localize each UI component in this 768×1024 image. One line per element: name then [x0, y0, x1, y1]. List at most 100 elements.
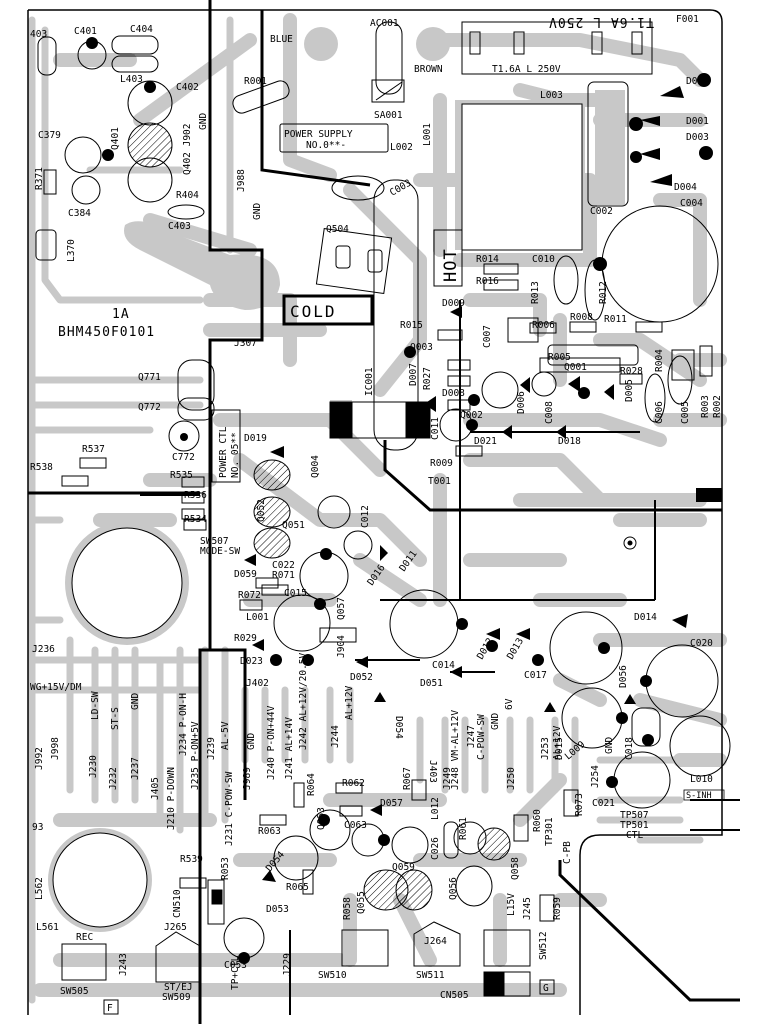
svg-text:J402: J402 — [246, 678, 269, 689]
svg-text:C014: C014 — [432, 660, 455, 671]
svg-text:Q402 J902: Q402 J902 — [182, 124, 193, 175]
svg-text:ST/EJ: ST/EJ — [164, 982, 193, 993]
svg-text:J250: J250 — [506, 767, 517, 790]
svg-text:R003: R003 — [700, 395, 711, 418]
svg-text:L002: L002 — [390, 142, 413, 153]
svg-text:J992: J992 — [34, 747, 45, 770]
svg-text:R011: R011 — [604, 314, 627, 325]
svg-text:D002: D002 — [686, 76, 709, 87]
svg-text:403: 403 — [30, 29, 47, 40]
svg-text:Q056: Q056 — [448, 877, 459, 900]
svg-text:C015: C015 — [284, 588, 307, 599]
svg-text:C384: C384 — [68, 208, 91, 219]
svg-text:IC001: IC001 — [364, 367, 375, 396]
svg-text:C-POW-SW: C-POW-SW — [476, 714, 487, 760]
svg-text:J405: J405 — [150, 777, 161, 800]
svg-text:J232: J232 — [108, 767, 119, 790]
svg-text:D056: D056 — [618, 665, 629, 688]
svg-text:R058: R058 — [342, 897, 353, 920]
svg-text:R062: R062 — [342, 778, 365, 789]
svg-text:J210 P-DOWN: J210 P-DOWN — [166, 767, 177, 830]
svg-text:Q051: Q051 — [282, 520, 305, 531]
svg-text:D018: D018 — [558, 436, 581, 447]
svg-text:R006: R006 — [532, 320, 555, 331]
svg-text:D014: D014 — [634, 612, 657, 623]
svg-text:Q059: Q059 — [392, 862, 415, 873]
marker-f: F — [107, 1003, 113, 1014]
svg-text:D009: D009 — [442, 298, 465, 309]
svg-text:S-INH: S-INH — [686, 791, 712, 801]
svg-text:AL-5V: AL-5V — [220, 721, 231, 750]
svg-text:C022: C022 — [272, 560, 295, 571]
svg-text:R071: R071 — [272, 570, 295, 581]
svg-text:C026: C026 — [430, 837, 441, 860]
svg-text:D001: D001 — [686, 116, 709, 127]
svg-text:TP301: TP301 — [544, 817, 555, 846]
svg-text:R539: R539 — [180, 854, 203, 865]
svg-text:J229: J229 — [282, 953, 293, 976]
svg-text:C021: C021 — [592, 798, 615, 809]
svg-text:Q401: Q401 — [110, 127, 121, 150]
svg-text:D005: D005 — [624, 379, 635, 402]
svg-text:D013: D013 — [505, 636, 526, 661]
svg-text:R067: R067 — [402, 767, 413, 790]
svg-text:C020: C020 — [690, 638, 713, 649]
svg-text:J265: J265 — [164, 922, 187, 933]
svg-text:D008: D008 — [442, 388, 465, 399]
svg-text:C772: C772 — [172, 452, 195, 463]
svg-text:R029: R029 — [234, 633, 257, 644]
svg-text:L012: L012 — [430, 797, 441, 820]
svg-text:SW511: SW511 — [416, 970, 445, 981]
svg-text:R001: R001 — [244, 76, 267, 87]
svg-text:Q504: Q504 — [326, 224, 349, 235]
svg-text:R534: R534 — [184, 514, 207, 525]
svg-text:AC001: AC001 — [370, 18, 399, 29]
svg-text:D023: D023 — [240, 656, 263, 667]
svg-text:SW510: SW510 — [318, 970, 347, 981]
svg-text:C005: C005 — [680, 401, 691, 424]
svg-text:C010: C010 — [532, 254, 555, 265]
ac-pad-blue — [304, 27, 338, 61]
svg-text:C002: C002 — [590, 206, 613, 217]
svg-text:C053: C053 — [224, 960, 247, 971]
svg-text:SW509: SW509 — [162, 992, 191, 1003]
svg-text:J998: J998 — [50, 737, 61, 760]
svg-text:AL+12V: AL+12V — [344, 685, 355, 720]
svg-text:R008: R008 — [570, 312, 593, 323]
svg-text:J237: J237 — [130, 757, 141, 780]
svg-text:Q004: Q004 — [310, 455, 321, 478]
svg-text:GND: GND — [246, 733, 257, 750]
svg-text:L15V: L15V — [506, 893, 517, 916]
svg-text:GND: GND — [604, 737, 615, 754]
svg-text:Q003: Q003 — [410, 342, 433, 353]
svg-text:R015: R015 — [400, 320, 423, 331]
svg-text:Q058: Q058 — [510, 857, 521, 880]
marker-g: G — [543, 983, 549, 994]
cold-label: COLD — [290, 302, 337, 321]
fuse-rating-mirrored: T1.6A L 250V — [548, 14, 654, 29]
svg-text:J253: J253 — [540, 737, 551, 760]
svg-text:D057: D057 — [380, 798, 403, 809]
svg-text:C011: C011 — [430, 417, 441, 440]
svg-text:SW512: SW512 — [538, 931, 549, 960]
svg-text:L562: L562 — [34, 877, 45, 900]
svg-text:J245: J245 — [522, 897, 533, 920]
svg-text:R053: R053 — [220, 857, 231, 880]
svg-text:C012: C012 — [360, 505, 371, 528]
svg-text:TP501: TP501 — [620, 820, 649, 831]
power-supply-line2: NO.0**- — [306, 140, 346, 151]
svg-text:R061: R061 — [458, 817, 469, 840]
svg-text:R536: R536 — [184, 490, 207, 501]
silkscreen-labels: T1.6A L 250V T1.6A L 250V F001 BLUE BROW… — [30, 14, 725, 1015]
svg-text:C063: C063 — [344, 820, 367, 831]
svg-text:J235 P-ON+5V: J235 P-ON+5V — [190, 721, 201, 790]
svg-text:D003: D003 — [686, 132, 709, 143]
svg-text:6V: 6V — [504, 698, 515, 710]
svg-text:Q055: Q055 — [356, 891, 367, 914]
copper-pads — [48, 27, 629, 932]
svg-text:CN510: CN510 — [172, 889, 183, 918]
svg-text:D051: D051 — [420, 678, 443, 689]
svg-text:J241 AL+14V: J241 AL+14V — [284, 717, 295, 780]
